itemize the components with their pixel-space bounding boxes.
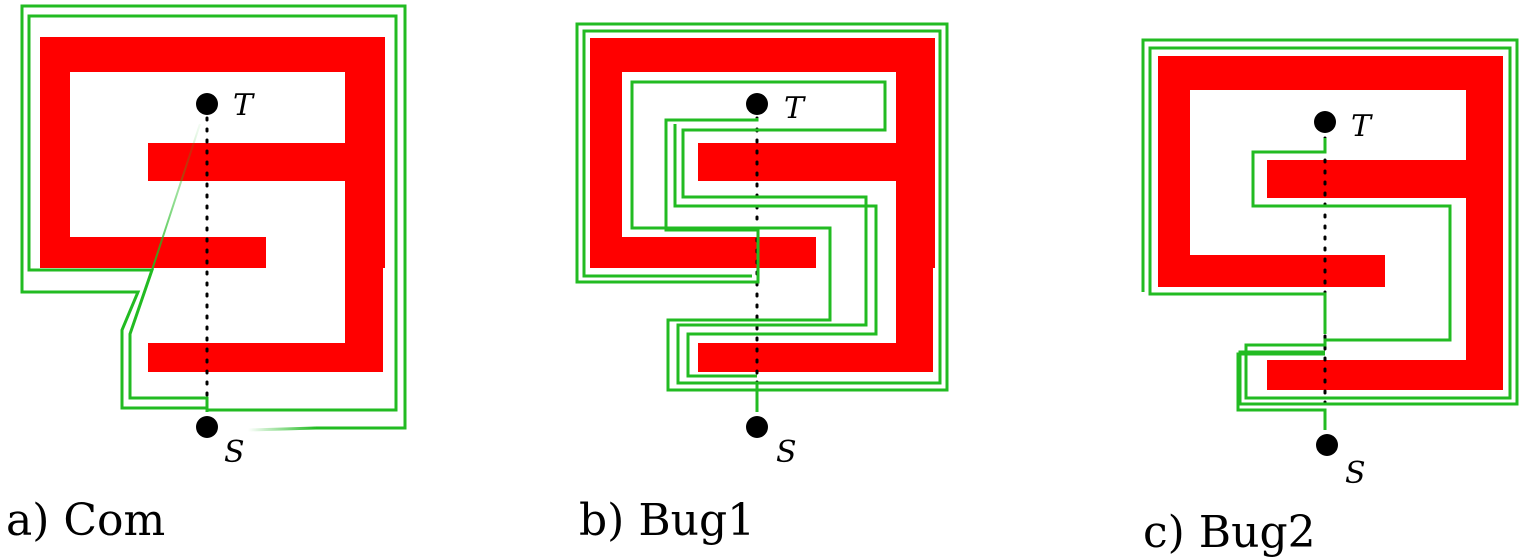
panel-caption: b) Bug1 — [579, 495, 755, 546]
start-node — [196, 416, 218, 438]
start-node — [746, 416, 768, 438]
target-node — [746, 93, 768, 115]
target-node — [196, 93, 218, 115]
start-label: S — [776, 435, 797, 470]
panel-com: T S a) Com — [6, 4, 407, 546]
robot-path — [20, 4, 407, 432]
panel-bug1: T S b) Bug1 — [575, 22, 949, 546]
start-label: S — [224, 435, 245, 470]
obstacle — [40, 37, 385, 372]
panel-bug2: T S c) Bug2 — [1141, 38, 1519, 558]
robot-path — [1141, 38, 1519, 430]
robot-path — [575, 22, 949, 412]
start-label: S — [1345, 456, 1366, 491]
target-node — [1314, 111, 1336, 133]
start-node — [1316, 434, 1338, 456]
obstacle — [590, 38, 935, 372]
panel-caption: c) Bug2 — [1143, 507, 1316, 558]
panel-caption: a) Com — [6, 495, 165, 546]
target-label: T — [784, 91, 806, 126]
target-label: T — [233, 88, 255, 123]
obstacle — [1158, 56, 1503, 390]
target-label: T — [1351, 109, 1373, 144]
